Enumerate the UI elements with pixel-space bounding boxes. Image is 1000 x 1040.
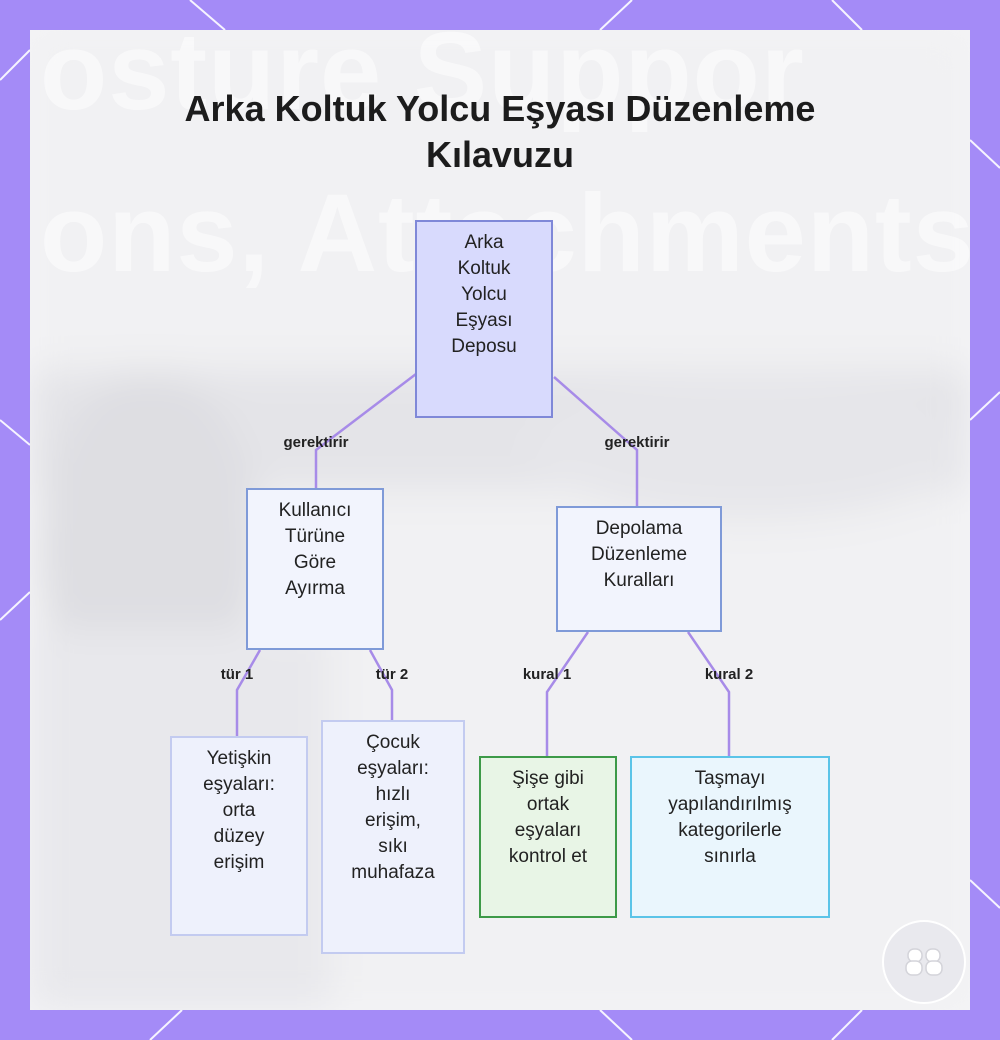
node-adult-line-2: eşyaları: <box>203 774 275 795</box>
node-child-line-5: sıkı <box>378 836 408 857</box>
node-storage-rules-line-2: Düzenleme <box>590 544 688 565</box>
edge-label-rules-to-bottle: kural 1 <box>522 666 572 683</box>
node-storage-rules-line-1: Depolama <box>595 518 683 539</box>
edge-label-root-to-user: gerektirir <box>283 434 349 451</box>
node-bottle-line-2: ortak <box>526 794 570 815</box>
edge-label-user-to-adult: tür 1 <box>220 666 254 683</box>
node-adult-line-1: Yetişkin <box>206 748 272 769</box>
title-line-1: Arka Koltuk Yolcu Eşyası Düzenleme <box>184 88 816 129</box>
node-root-line-2: Koltuk <box>457 258 511 279</box>
edge-user-to-child <box>368 649 394 720</box>
edge-user-to-adult <box>235 649 262 736</box>
node-root-line-5: Deposu <box>451 336 517 357</box>
node-child-line-3: hızlı <box>375 784 411 805</box>
edge-label-user-to-child: tür 2 <box>375 666 409 683</box>
title-line-2: Kılavuzu <box>425 134 575 175</box>
node-storage-rules-line-3: Kuralları <box>603 570 675 591</box>
node-bottle-line-1: Şişe gibi <box>512 768 584 789</box>
page-title: Arka Koltuk Yolcu Eşyası Düzenleme Kılav… <box>30 86 970 178</box>
node-root-line-4: Eşyası <box>455 310 513 331</box>
node-root-line-3: Yolcu <box>461 284 507 305</box>
edge-root-to-user <box>314 373 417 488</box>
brain-logo-icon <box>882 920 966 1004</box>
node-child-line-1: Çocuk <box>366 732 420 753</box>
node-overflow-line-1: Taşmayı <box>694 768 766 789</box>
node-bottle-line-3: eşyaları <box>514 820 582 841</box>
node-user-type-line-4: Ayırma <box>285 578 345 599</box>
node-child-items: Çocuk eşyaları: hızlı erişim, sıkı muhaf… <box>321 720 465 954</box>
edge-rules-to-overflow <box>686 631 731 756</box>
node-overflow-line-4: sınırla <box>704 846 756 867</box>
diagram-card: osture Suppor ons, Attachments Arka Kolt… <box>30 30 970 1010</box>
edge-root-to-rules <box>553 376 639 506</box>
node-user-type-line-1: Kullanıcı <box>278 500 352 521</box>
edge-rules-to-bottle <box>545 631 590 756</box>
node-bottle-items: Şişe gibi ortak eşyaları kontrol et <box>479 756 617 918</box>
node-overflow-line-3: kategorilerle <box>678 820 782 841</box>
node-child-line-2: eşyaları: <box>357 758 429 779</box>
node-overflow-limit: Taşmayı yapılandırılmış kategorilerle sı… <box>630 756 830 918</box>
background-text-1: osture Suppor <box>40 30 805 133</box>
node-adult-items: Yetişkin eşyaları: orta düzey erişim <box>170 736 308 936</box>
diagram-edges <box>235 373 731 756</box>
node-child-line-4: erişim, <box>365 810 421 831</box>
node-adult-line-4: düzey <box>213 826 265 847</box>
node-adult-line-3: orta <box>222 800 256 821</box>
node-child-line-6: muhafaza <box>351 862 435 883</box>
node-user-type-line-2: Türüne <box>284 526 346 547</box>
node-overflow-line-2: yapılandırılmış <box>668 794 792 815</box>
node-root-line-1: Arka <box>464 232 504 253</box>
edge-label-rules-to-overflow: kural 2 <box>704 666 754 683</box>
node-root: Arka Koltuk Yolcu Eşyası Deposu <box>415 220 553 418</box>
node-adult-line-5: erişim <box>213 852 265 873</box>
node-user-type-line-3: Göre <box>293 552 337 573</box>
node-user-type: Kullanıcı Türüne Göre Ayırma <box>246 488 384 650</box>
edge-label-root-to-rules: gerektirir <box>604 434 670 451</box>
node-bottle-line-4: kontrol et <box>508 846 588 867</box>
node-storage-rules: Depolama Düzenleme Kuralları <box>556 506 722 632</box>
